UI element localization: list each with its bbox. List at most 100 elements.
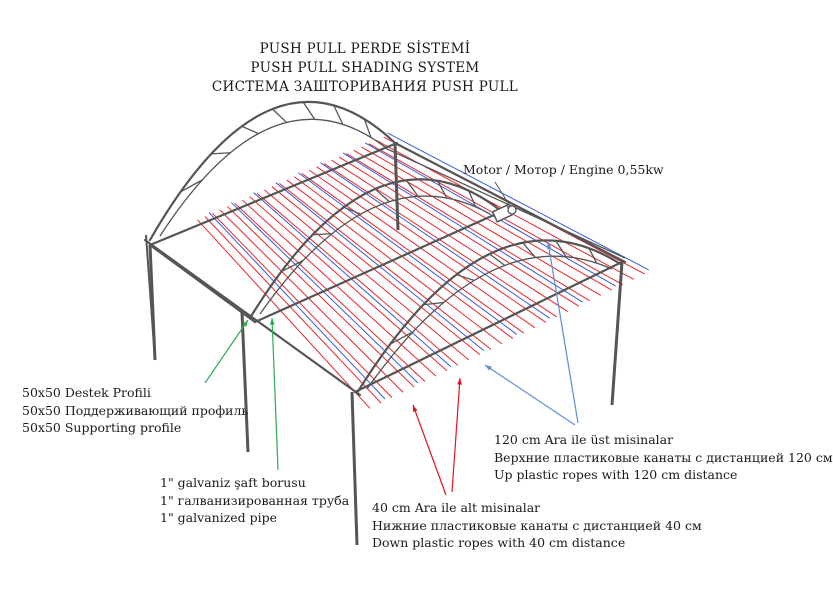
down-rope-line xyxy=(271,186,481,355)
title-line-english: PUSH PULL SHADING SYSTEM xyxy=(250,60,480,76)
truss-web xyxy=(522,242,536,258)
steel-structure xyxy=(143,100,627,546)
title-line-turkish: PUSH PULL PERDE SİSTEMİ xyxy=(259,41,471,57)
down-rope-line xyxy=(219,209,404,393)
motor-label: Motor / Мотор / Engine 0,55kw xyxy=(463,161,664,179)
truss-web xyxy=(211,152,231,155)
side-beam-right xyxy=(393,141,627,264)
down-rope-line xyxy=(308,169,536,329)
down-rope-line xyxy=(197,219,371,409)
support-profile-arrow xyxy=(204,319,249,384)
galvanized-pipe-en: 1" galvanized pipe xyxy=(160,510,278,525)
down-rope-line xyxy=(204,216,382,404)
truss-web xyxy=(363,118,372,138)
truss-web xyxy=(456,274,475,282)
down-rope-line xyxy=(301,173,525,334)
front-beam xyxy=(353,260,624,394)
down-rope-line xyxy=(234,202,426,382)
down-rope-arrow-head xyxy=(457,378,462,385)
up-rope-arrow-head xyxy=(546,242,552,249)
down-rope-line xyxy=(226,206,415,388)
truss-web xyxy=(588,247,598,264)
motor-leader-line xyxy=(494,181,511,207)
truss-web xyxy=(423,301,444,306)
up-rope-arrow-head xyxy=(485,365,492,371)
support-post xyxy=(393,142,400,231)
truss-web xyxy=(468,190,477,208)
down-rope-arrow xyxy=(451,377,461,493)
truss-web xyxy=(302,101,316,120)
down-rope-line xyxy=(264,189,470,361)
middle-arch-lower-chord xyxy=(259,195,491,315)
support-profile-tr: 50x50 Destek Profili xyxy=(22,385,151,400)
up-rope-arrow xyxy=(547,241,579,424)
truss-web xyxy=(333,105,344,125)
down-rope-arrow xyxy=(412,404,447,496)
truss-web xyxy=(374,188,390,203)
roller-pipe xyxy=(384,147,626,259)
callout-arrows xyxy=(204,181,579,496)
up-ropes-tr: 120 cm Ara ile üst misinalar xyxy=(494,432,674,447)
up-ropes-ru: Верхние пластиковые канаты с дистанцией … xyxy=(494,449,833,465)
galvanized-pipe-ru: 1" галванизированная труба xyxy=(160,492,350,508)
support-profile-label: 50x50 Destek Profili 50x50 Поддерживающи… xyxy=(22,384,248,437)
support-post xyxy=(145,234,156,361)
truss-web xyxy=(272,108,288,123)
truss-web xyxy=(180,179,203,193)
diagram-title: PUSH PULL PERDE SİSTEMİ PUSH PULL SHADIN… xyxy=(200,40,530,97)
truss-web xyxy=(241,125,259,135)
up-ropes-en: Up plastic ropes with 120 cm distance xyxy=(494,467,738,482)
up-rope-line xyxy=(365,142,616,287)
up-rope-line xyxy=(342,152,584,303)
support-post xyxy=(610,261,624,406)
truss-web xyxy=(312,233,332,236)
cross-shaft xyxy=(253,208,507,324)
up-rope-arrow xyxy=(484,364,576,426)
motor-hub-icon xyxy=(507,205,517,215)
down-rope-line xyxy=(249,196,448,372)
galvanized-pipe-arrow-head xyxy=(269,318,275,325)
support-post xyxy=(240,311,250,453)
shading-system-diagram xyxy=(143,100,649,546)
down-rope-line xyxy=(241,199,437,377)
truss-web xyxy=(405,179,419,197)
down-ropes-label: 40 cm Ara ile alt misinalar Нижние пласт… xyxy=(372,499,702,552)
down-rope-line xyxy=(212,212,393,398)
up-ropes-label: 120 cm Ara ile üst misinalar Верхние пла… xyxy=(494,431,833,484)
down-rope-arrow-head xyxy=(413,405,418,412)
truss-web xyxy=(343,206,361,215)
galvanized-pipe-label: 1" galvaniz şaft borusu 1" галванизирова… xyxy=(160,474,349,527)
down-ropes-en: Down plastic ropes with 40 cm distance xyxy=(372,535,626,550)
up-rope-line xyxy=(208,212,386,400)
rear-arch-lower-chord xyxy=(159,118,386,237)
support-profile-ru: 50x50 Поддерживающий профиль xyxy=(22,402,249,418)
down-rope-line xyxy=(256,192,459,366)
truss-web xyxy=(489,253,506,266)
down-rope-line xyxy=(316,166,547,323)
motor-label-text: Motor / Мотор / Engine 0,55kw xyxy=(463,162,664,177)
up-rope-line xyxy=(230,202,419,384)
truss-web xyxy=(436,180,448,199)
down-rope-line xyxy=(323,163,558,318)
support-profile-arrow-head xyxy=(242,320,248,327)
truss-web xyxy=(555,240,567,258)
back-beam xyxy=(148,141,399,247)
support-post xyxy=(350,391,359,546)
down-ropes-tr: 40 cm Ara ile alt misinalar xyxy=(372,500,541,515)
down-rope-line xyxy=(294,176,514,339)
down-rope-line xyxy=(286,179,503,345)
title-line-russian: СИСТЕМА ЗАШТОРИВАНИЯ PUSH PULL xyxy=(211,79,519,95)
rear-arch xyxy=(148,100,397,242)
galvanized-pipe-tr: 1" galvaniz şaft borusu xyxy=(160,475,306,490)
up-rope-line xyxy=(253,192,452,368)
down-rope-line xyxy=(279,182,492,350)
truss-web xyxy=(389,331,414,345)
support-profile-en: 50x50 Supporting profile xyxy=(22,420,182,435)
galvanized-pipe-arrow xyxy=(271,317,279,471)
up-rope-line xyxy=(387,132,649,271)
front-arch-lower-chord xyxy=(366,255,613,390)
shaft-pipe xyxy=(148,243,257,324)
side-beam-left xyxy=(143,238,362,397)
down-ropes-ru: Нижние пластиковые канаты с дистанцией 4… xyxy=(372,517,702,533)
truss-web xyxy=(280,259,304,273)
